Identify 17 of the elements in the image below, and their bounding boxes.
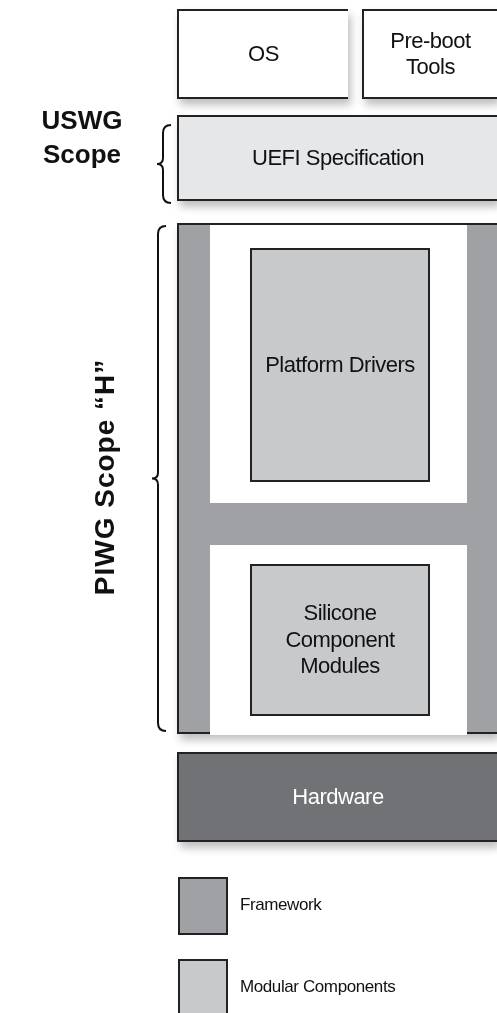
platform-drivers-box: [250, 248, 430, 482]
node-label: Silicone Component Modules: [284, 600, 396, 680]
node-label: OS: [247, 40, 280, 68]
pre-boot-tools-box: [362, 9, 497, 99]
piwg-scope-label: PIWG Scope “H”: [88, 357, 121, 598]
silicon-component-modules-box: [250, 564, 430, 716]
node-label: Pre-boot Tools: [389, 27, 472, 81]
uefi-specification-box: [177, 115, 497, 201]
legend-label: Framework: [240, 895, 322, 915]
node-label: Hardware: [291, 783, 385, 811]
node-label: UEFI Specification: [251, 144, 425, 172]
hardware-box: [177, 752, 497, 842]
os-box: [177, 9, 348, 99]
framework-h-box: [177, 223, 497, 734]
node-label: Platform Drivers: [264, 351, 416, 379]
uswg-scope-label: USWG Scope: [40, 104, 124, 171]
legend-label: Modular Components: [240, 977, 396, 997]
